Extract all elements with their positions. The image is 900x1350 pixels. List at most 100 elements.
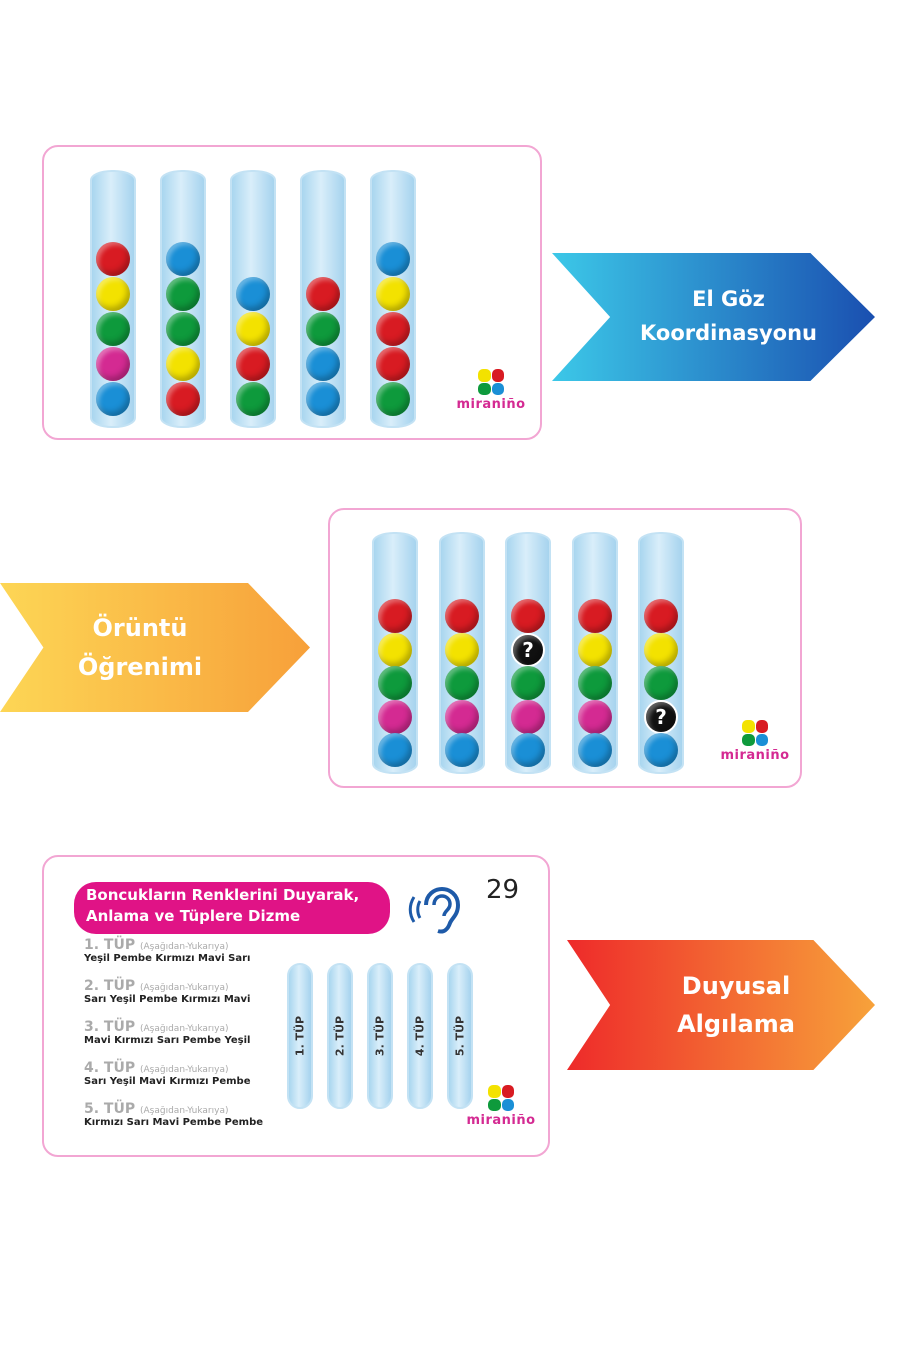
tube-title: 2. TÜP (Aşağıdan-Yukarıya) <box>84 978 250 994</box>
ball-blue <box>166 242 200 276</box>
arrow-line-1: El Göz <box>692 287 765 312</box>
ball-pink <box>96 347 130 381</box>
ball-green <box>166 277 200 311</box>
tube-title: 5. TÜP (Aşağıdan-Yukarıya) <box>84 1101 263 1117</box>
ball-blue <box>376 242 410 276</box>
instruction-item: 2. TÜP (Aşağıdan-Yukarıya)Sarı Yeşil Pem… <box>84 978 250 1005</box>
tube-title: 4. TÜP (Aşağıdan-Yukarıya) <box>84 1060 250 1076</box>
tube-number: 4. TÜP <box>84 1060 136 1076</box>
ball-blue <box>644 733 678 767</box>
ball-yellow <box>444 632 479 667</box>
ball-red <box>644 599 678 633</box>
ball-pink <box>577 699 612 734</box>
ball-red <box>306 277 340 311</box>
ball-blue <box>378 733 412 767</box>
ball-blue <box>306 347 340 381</box>
ball-blue <box>96 382 130 416</box>
empty-tube: 4. TÜP <box>407 963 433 1109</box>
color-sequence: Yeşil Pembe Kırmızı Mavi Sarı <box>84 953 251 964</box>
ear-icon <box>406 879 472 949</box>
tube-label: 2. TÜP <box>333 1015 347 1057</box>
color-sequence: Mavi Kırmızı Sarı Pembe Yeşil <box>84 1035 251 1046</box>
ball-red <box>378 599 412 633</box>
arrow-line-1: Örüntü <box>92 614 188 643</box>
ball-green <box>577 666 612 700</box>
ball-red <box>444 599 479 633</box>
ball-yellow <box>236 312 270 346</box>
ball-blue <box>444 733 479 767</box>
ball-green <box>378 666 412 700</box>
ball-green <box>236 382 270 416</box>
empty-tube: 5. TÜP <box>447 963 473 1109</box>
question-ball: ? <box>511 632 545 667</box>
instruction-item: 5. TÜP (Aşağıdan-Yukarıya)Kırmızı Sarı M… <box>84 1101 263 1128</box>
color-sequence: Sarı Yeşil Mavi Kırmızı Pembe <box>84 1076 251 1087</box>
tube-label: 5. TÜP <box>453 1015 467 1057</box>
ball-yellow <box>166 347 200 381</box>
ball-pink <box>444 699 479 734</box>
miranino-logo: miraniño <box>456 369 526 412</box>
ball-blue <box>236 277 270 311</box>
ball-red <box>166 382 200 416</box>
color-sequence: Kırmızı Sarı Mavi Pembe Pembe <box>84 1117 264 1128</box>
tube-number: 3. TÜP <box>84 1019 136 1035</box>
arrow-line-2: Koordinasyonu <box>640 321 817 345</box>
miranino-logo: miraniño <box>720 720 790 763</box>
ball-red <box>376 347 410 381</box>
color-sequence: Sarı Yeşil Pembe Kırmızı Mavi <box>84 994 251 1005</box>
ball-green <box>444 666 479 700</box>
tube-number: 2. TÜP <box>84 978 136 994</box>
ball-red <box>511 599 545 633</box>
ball-yellow <box>376 277 410 311</box>
direction-hint: (Aşağıdan-Yukarıya) <box>140 983 229 993</box>
instruction-item: 4. TÜP (Aşağıdan-Yukarıya)Sarı Yeşil Mav… <box>84 1060 250 1087</box>
ball-yellow <box>96 277 130 311</box>
ball-blue <box>511 733 545 767</box>
empty-tube: 2. TÜP <box>327 963 353 1109</box>
arrow-line-2: Algılama <box>677 1010 795 1038</box>
direction-hint: (Aşağıdan-Yukarıya) <box>140 1024 229 1034</box>
ball-blue <box>577 733 612 767</box>
auditory-card: Boncukların Renklerini Duyarak,Anlama ve… <box>42 855 550 1157</box>
miranino-logo: miraniño <box>466 1085 536 1128</box>
tube-label: 1. TÜP <box>293 1015 307 1057</box>
direction-hint: (Aşağıdan-Yukarıya) <box>140 1106 229 1116</box>
pattern-card: miraniño ?? <box>328 508 802 788</box>
ball-pink <box>511 699 545 734</box>
empty-tube: 1. TÜP <box>287 963 313 1109</box>
ball-red <box>577 599 612 633</box>
ball-yellow <box>644 632 678 667</box>
question-ball: ? <box>644 699 678 734</box>
ball-yellow <box>577 632 612 667</box>
ball-red <box>376 312 410 346</box>
ball-red <box>96 242 130 276</box>
tube-label: 4. TÜP <box>413 1015 427 1057</box>
ball-green <box>96 312 130 346</box>
page-number: 29 <box>486 875 520 905</box>
ball-green <box>306 312 340 346</box>
ball-green <box>166 312 200 346</box>
direction-hint: (Aşağıdan-Yukarıya) <box>140 942 229 952</box>
ball-green <box>511 666 545 700</box>
ball-red <box>236 347 270 381</box>
instruction-item: 1. TÜP (Aşağıdan-Yukarıya)Yeşil Pembe Kı… <box>84 937 250 964</box>
tube-label: 3. TÜP <box>373 1015 387 1057</box>
empty-tube: 3. TÜP <box>367 963 393 1109</box>
tube-number: 5. TÜP <box>84 1101 136 1117</box>
direction-hint: (Aşağıdan-Yukarıya) <box>140 1065 229 1075</box>
instruction-banner: Boncukların Renklerini Duyarak,Anlama ve… <box>74 882 390 934</box>
tube-number: 1. TÜP <box>84 937 136 953</box>
instruction-item: 3. TÜP (Aşağıdan-Yukarıya)Mavi Kırmızı S… <box>84 1019 250 1046</box>
ball-blue <box>306 382 340 416</box>
ball-pink <box>378 699 412 734</box>
ball-green <box>644 666 678 700</box>
tube-title: 1. TÜP (Aşağıdan-Yukarıya) <box>84 937 250 953</box>
tube-title: 3. TÜP (Aşağıdan-Yukarıya) <box>84 1019 250 1035</box>
ball-yellow <box>378 632 412 667</box>
arrow-line-1: Duyusal <box>681 971 791 1000</box>
ball-sort-card-1: miraniño <box>42 145 542 440</box>
